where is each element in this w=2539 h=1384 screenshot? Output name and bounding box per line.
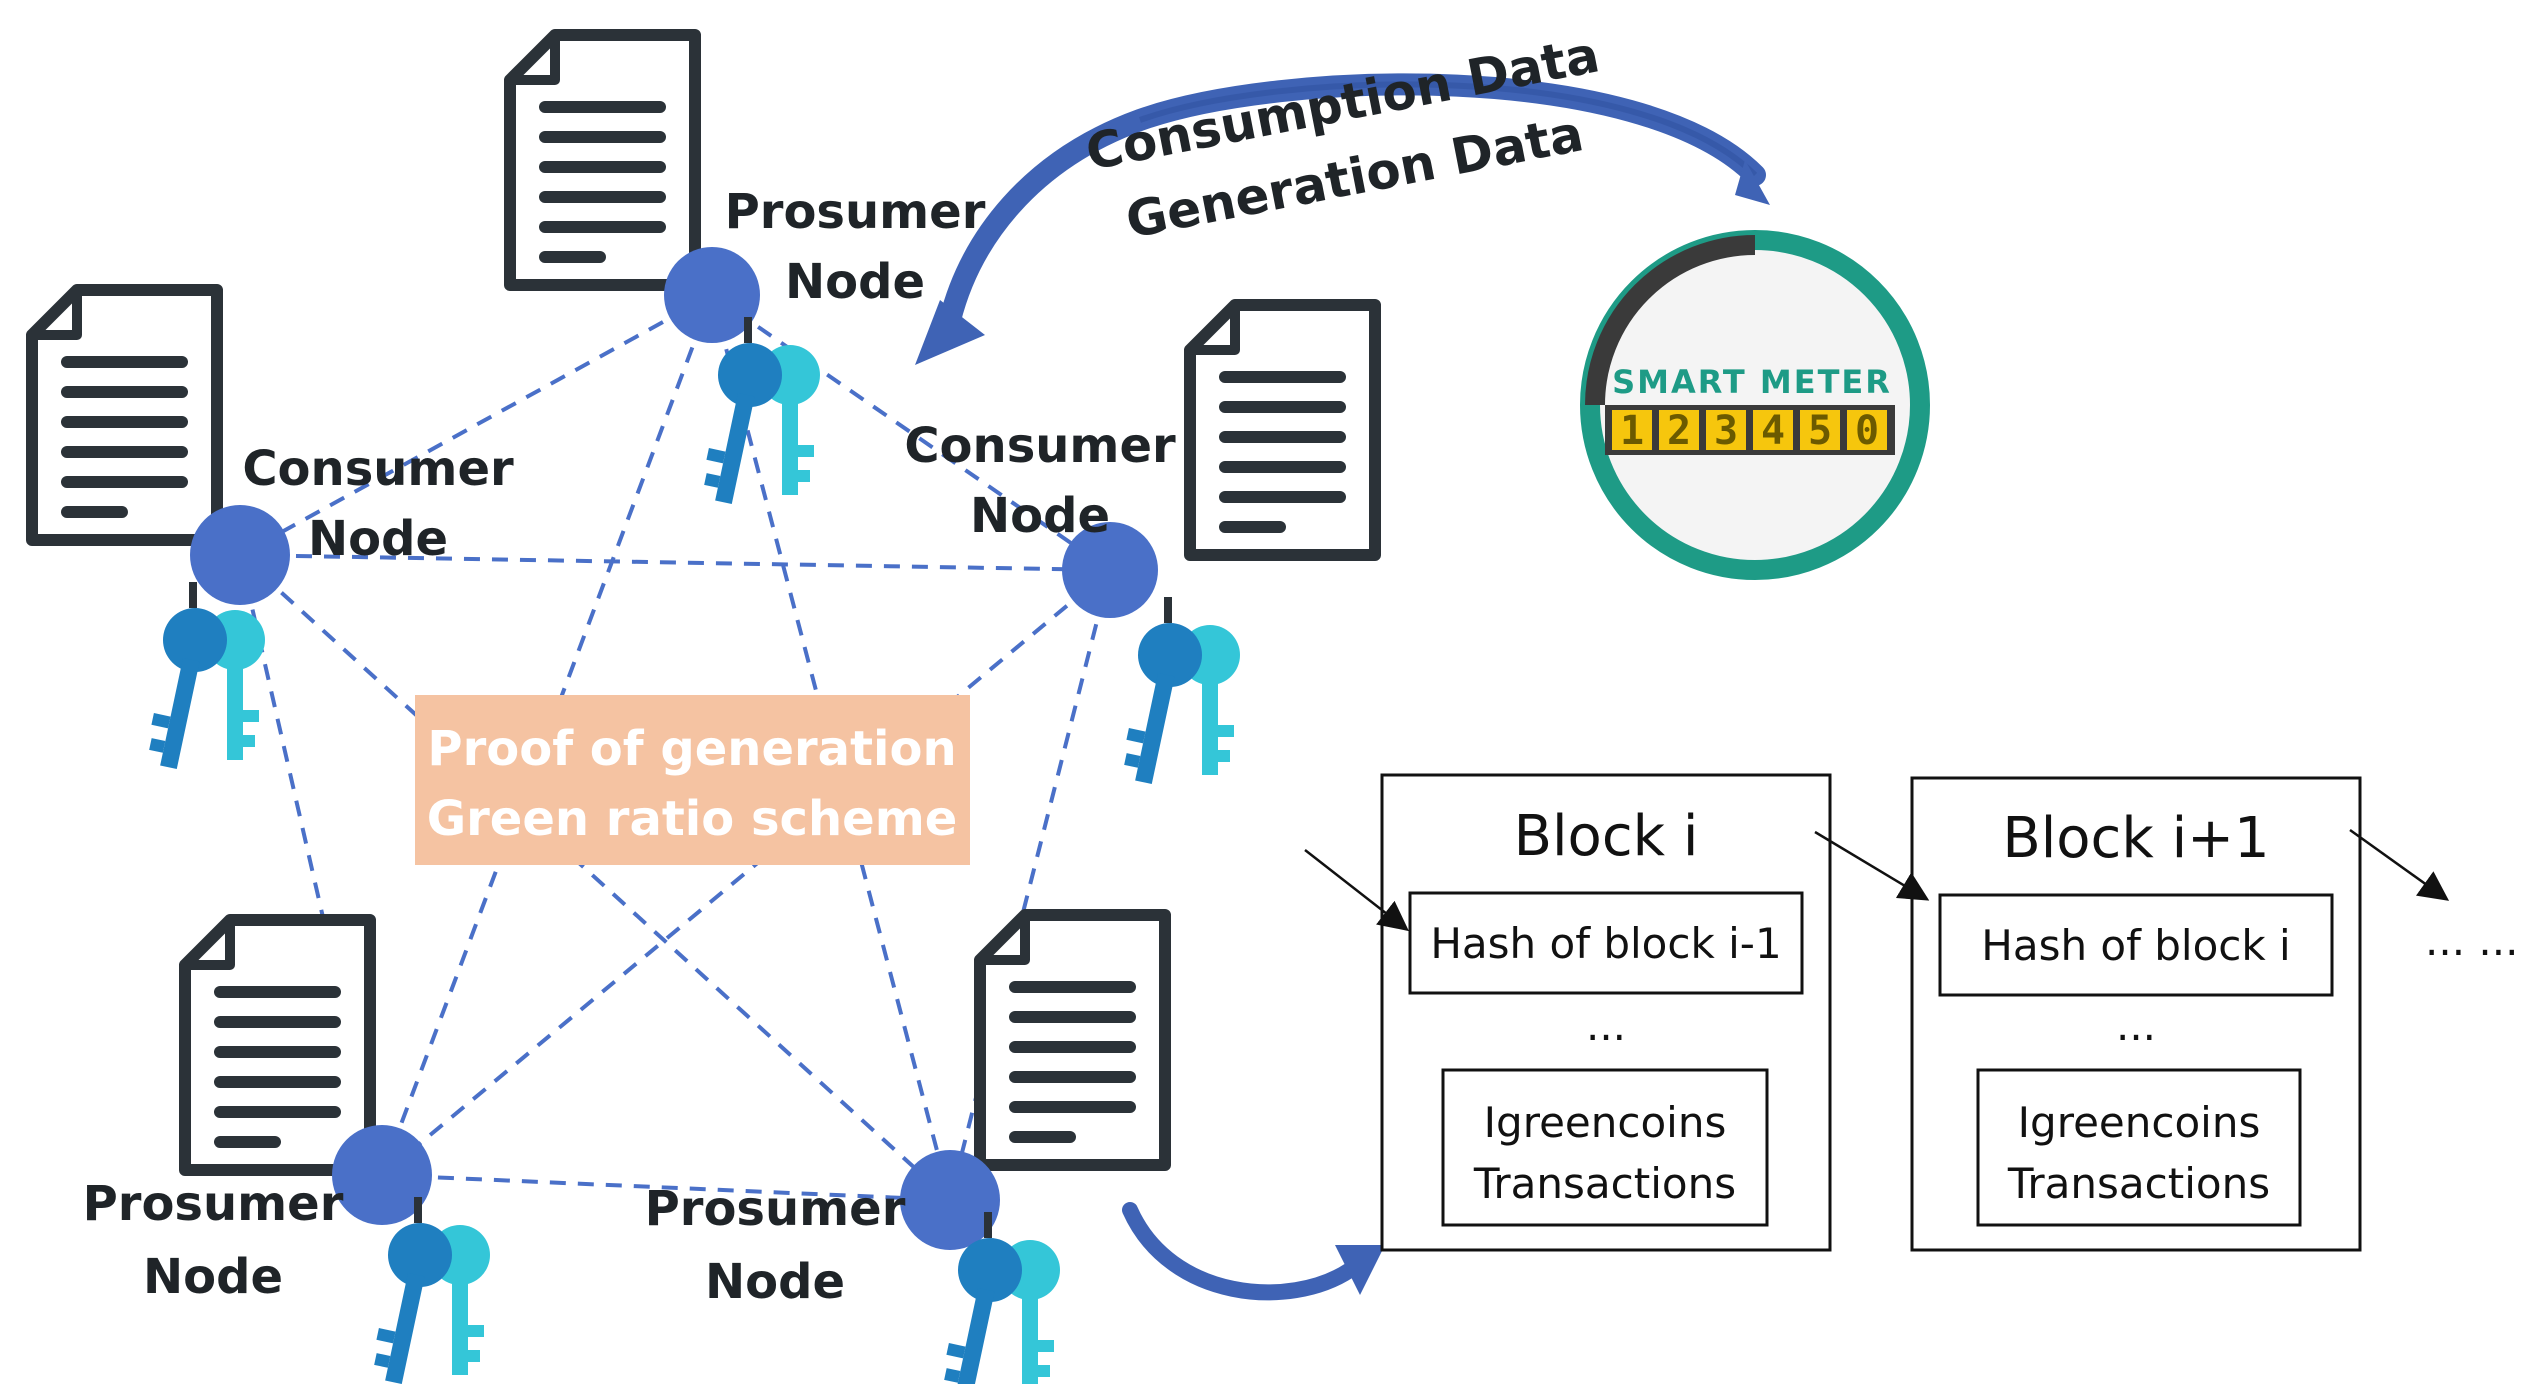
chain-continuation: ... ... — [2425, 916, 2518, 965]
chain-link-arrow — [2349, 828, 2450, 901]
node-label-line2: Node — [970, 488, 1110, 544]
node-circle — [664, 247, 760, 343]
node-bottom-right: Prosumer Node — [645, 1150, 1060, 1384]
key-pair-icon — [136, 582, 265, 774]
node-circle — [190, 505, 290, 605]
node-circle — [900, 1150, 1000, 1250]
node-circle — [1062, 522, 1158, 618]
node-label-line2: Node — [143, 1249, 283, 1305]
ledger-document-icon — [185, 920, 370, 1170]
ledger-document-icon — [32, 290, 217, 540]
consensus-line1: Proof of generation — [427, 721, 956, 777]
block-i: Block i Hash of block i-1 ... Igreencoin… — [1380, 773, 1832, 1252]
block-tx-line2: Transactions — [2007, 1159, 2270, 1208]
mesh-line — [239, 293, 713, 557]
mesh-line — [380, 568, 1112, 1177]
node-circle — [332, 1125, 432, 1225]
mesh-line — [238, 554, 384, 1176]
block-ellipsis: ... — [1586, 1001, 1626, 1050]
mesh-line — [381, 1173, 951, 1202]
key-pair-icon — [691, 317, 820, 509]
mesh-line — [710, 294, 952, 1201]
block-ellipsis: ... — [2116, 1001, 2156, 1050]
key-pair-icon — [1111, 597, 1240, 789]
node-bottom-left: Prosumer Node — [83, 1125, 490, 1384]
node-left: Consumer Node — [136, 441, 514, 774]
chain-link-arrow — [1304, 849, 1409, 932]
block-hash: Hash of block i — [1981, 921, 2290, 970]
data-flow-arrow — [915, 73, 1770, 365]
mesh-line — [710, 293, 1112, 572]
chain-links — [1304, 828, 2450, 932]
node-top: Prosumer Node — [664, 184, 986, 509]
node-label-line2: Node — [308, 511, 448, 567]
block-tx-line1: Igreencoins — [2018, 1098, 2261, 1147]
consensus-box: Proof of generation Green ratio scheme — [415, 695, 970, 865]
block-title: Block i+1 — [2002, 806, 2269, 871]
node-label-line1: Prosumer — [83, 1176, 344, 1232]
smart-meter-title: SMART METER — [1612, 363, 1892, 401]
mesh-line — [238, 553, 952, 1202]
block-hash: Hash of block i-1 — [1430, 919, 1781, 968]
meter-digit: 1 — [1620, 408, 1644, 454]
ledger-document-icon — [980, 915, 1165, 1165]
node-label-line1: Prosumer — [645, 1181, 906, 1237]
node-label-line1: Consumer — [242, 441, 514, 497]
node-label-line1: Consumer — [904, 418, 1176, 474]
meter-digit: 0 — [1855, 408, 1879, 454]
meter-digit: 4 — [1761, 408, 1785, 454]
node-right: Consumer Node — [904, 418, 1240, 789]
meter-digit: 2 — [1667, 408, 1691, 454]
meter-digits: 1 2 3 4 5 0 — [1612, 408, 1887, 454]
block-tx-line2: Transactions — [1473, 1159, 1736, 1208]
ledger-document-icon — [1190, 305, 1375, 555]
node-label-line1: Prosumer — [725, 184, 986, 240]
consensus-line2: Green ratio scheme — [427, 791, 958, 847]
meter-digit: 5 — [1808, 408, 1832, 454]
smart-meter: SMART METER 1 2 3 4 5 0 — [1580, 230, 1930, 580]
block-tx-line1: Igreencoins — [1484, 1098, 1727, 1147]
block-title: Block i — [1514, 804, 1699, 869]
meter-digit: 3 — [1714, 408, 1738, 454]
mesh-line — [239, 553, 1111, 572]
chain-link-arrow — [1814, 830, 1930, 901]
block-i-plus-1: Block i+1 Hash of block i ... Igreencoin… — [1910, 776, 2362, 1252]
node-to-chain-arrow — [1122, 1202, 1385, 1301]
ledger-document-icon — [510, 35, 695, 285]
node-label-line2: Node — [785, 254, 925, 310]
key-pair-icon — [361, 1197, 490, 1384]
node-label-line2: Node — [705, 1254, 845, 1310]
